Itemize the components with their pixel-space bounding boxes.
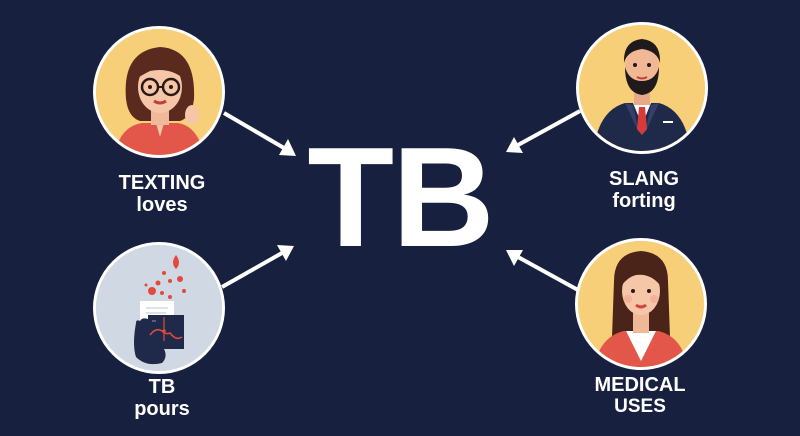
bearded-man-in-suit-icon: [579, 25, 705, 151]
label-top-left: TEXTING loves: [82, 172, 242, 216]
center-title: TB: [307, 118, 494, 277]
avatar-bottom-left: [93, 242, 225, 374]
label-top-right-line2: forting: [612, 190, 676, 212]
label-top-left-line1: TEXTING: [118, 172, 206, 194]
woman-long-hair-icon: [578, 241, 704, 367]
label-bottom-left: TB pours: [82, 376, 242, 420]
label-bottom-left-line2: pours: [134, 398, 190, 420]
label-top-right-line1: SLANG: [609, 168, 679, 190]
arrow-top-right: [506, 109, 581, 153]
woman-with-glasses-icon: [96, 29, 222, 155]
avatar-top-right: [576, 22, 708, 154]
avatar-top-left: [93, 26, 225, 158]
label-bottom-right: MEDICAL USES: [560, 374, 720, 418]
arrow-top-left: [222, 111, 296, 156]
hand-holding-medical-chart-icon: [96, 245, 222, 371]
label-top-right: SLANG forting: [564, 168, 724, 212]
label-bottom-left-line1: TB: [148, 376, 176, 398]
arrow-bottom-left: [221, 245, 294, 289]
label-top-left-line2: loves: [136, 194, 188, 216]
label-bottom-right-line1: MEDICAL: [594, 374, 686, 396]
label-bottom-right-line2: USES: [614, 396, 666, 417]
arrow-bottom-right: [506, 250, 579, 292]
avatar-bottom-right: [575, 238, 707, 370]
